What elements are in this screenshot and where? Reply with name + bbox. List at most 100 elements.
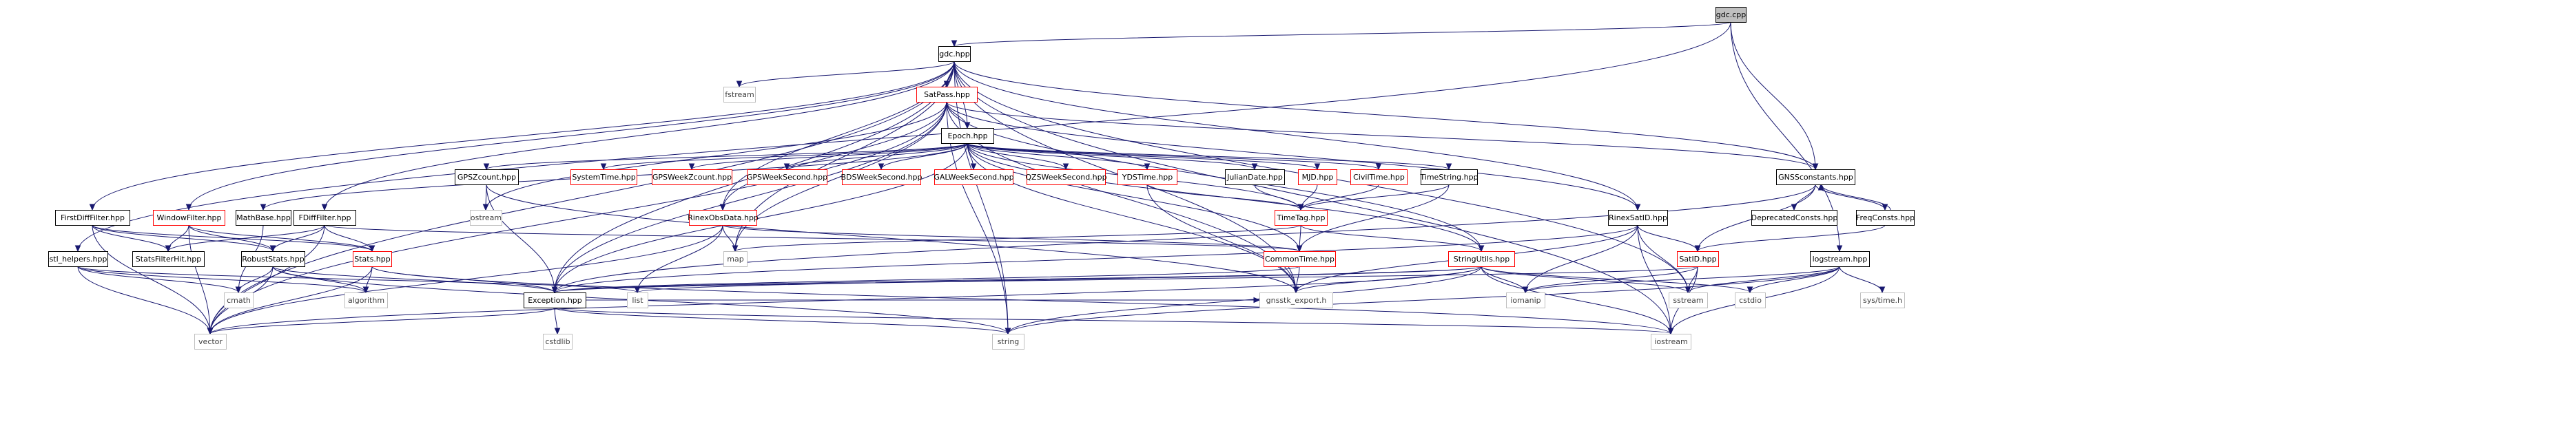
node-GPSWeekSecond[interactable]: GPSWeekSecond.hpp [747,169,827,185]
edge-Epoch-to-Exception [551,142,968,294]
edge-GPSZcount-to-ostream [482,184,489,211]
edge-Epoch-to-GPSWeekZcount [688,142,968,171]
node-StatsFilterHit[interactable]: StatsFilterHit.hpp [132,251,205,267]
node-label: vector [198,337,223,346]
edge-Exception-to-gnsstk_export [586,297,1261,303]
node-RinexObsData[interactable]: RinexObsData.hpp [688,210,759,226]
node-label: sys/time.h [1863,296,1902,305]
node-BDSWeekSecond[interactable]: BDSWeekSecond.hpp [841,169,923,185]
node-box [224,292,254,308]
edge-Exception-to-cstdlib [554,307,561,335]
node-box [344,292,388,308]
node-label: SatPass.hpp [924,90,970,99]
node-Stats[interactable]: Stats.hpp [353,251,392,267]
node-label: gdc.hpp [939,50,969,58]
edge-Epoch-to-QZSWeekSecond [967,142,1069,171]
node-box [1506,292,1545,308]
node-gdc_hpp[interactable]: gdc.hpp [938,46,971,62]
node-SatPass[interactable]: SatPass.hpp [916,87,978,103]
edge-Epoch-to-CivilTime [967,142,1382,171]
node-GNSSconstants[interactable]: GNSSconstants.hpp [1776,169,1855,185]
node-SystemTime[interactable]: SystemTime.hpp [570,169,637,185]
node-RobustStats[interactable]: RobustStats.hpp [241,251,305,267]
node-label: RobustStats.hpp [242,255,304,264]
node-box [723,87,756,103]
node-MJD[interactable]: MJD.hpp [1298,169,1337,185]
node-label: MathBase.hpp [236,213,291,222]
node-gdc_cpp[interactable]: gdc.cpp [1715,7,1746,23]
node-QZSWeekSecond[interactable]: QZSWeekSecond.hpp [1025,169,1107,185]
node-JulianDate[interactable]: JulianDate.hpp [1225,169,1285,185]
node-RinexSatID[interactable]: RinexSatID.hpp [1608,210,1668,226]
node-label: gnsstk_export.h [1266,296,1327,305]
edge-logstream-to-sstream [1684,266,1840,294]
edge-FDiffFilter-to-Stats [324,224,375,253]
edge-FDiffFilter-to-CommonTime [324,224,1303,253]
node-label: QZSWeekSecond.hpp [1025,173,1106,182]
edge-logstream-to-systime [1839,266,1886,294]
node-label: RinexObsData.hpp [688,213,759,222]
edge-gdc_hpp-to-WindowFilter [185,61,955,211]
node-DeprecatedConsts[interactable]: DeprecatedConsts.hpp [1751,210,1838,226]
node-GPSWeekZcount[interactable]: GPSWeekZcount.hpp [652,169,732,185]
node-label: cmath [227,296,251,305]
edge-GNSSconstants-to-DeprecatedConsts [1791,184,1816,211]
node-CivilTime[interactable]: CivilTime.hpp [1350,169,1408,185]
edge-Epoch-to-YDSTime [967,142,1151,171]
node-fstream: fstream [723,87,756,103]
edge-RinexSatID-to-SatID [1637,224,1701,253]
node-label: GPSWeekSecond.hpp [747,173,827,182]
node-logstream[interactable]: logstream.hpp [1810,251,1870,267]
edge-FDiffFilter-to-StatsFilterHit [165,224,325,253]
edge-FirstDiffFilter-to-vector [92,224,214,335]
node-FirstDiffFilter[interactable]: FirstDiffFilter.hpp [55,210,130,226]
edge-Epoch-to-gnsstk_export [967,142,1299,294]
node-TimeTag[interactable]: TimeTag.hpp [1275,210,1328,226]
edge-FirstDiffFilter-to-Stats [92,224,375,253]
node-TimeString[interactable]: TimeString.hpp [1419,169,1478,185]
node-MathBase[interactable]: MathBase.hpp [236,210,291,226]
edge-Epoch-to-SystemTime [600,142,968,171]
node-FreqConsts[interactable]: FreqConsts.hpp [1856,210,1915,226]
node-GALWeekSecond[interactable]: GALWeekSecond.hpp [934,169,1014,185]
node-box [1448,251,1515,267]
node-SatID[interactable]: SatID.hpp [1677,251,1719,267]
node-WindowFilter[interactable]: WindowFilter.hpp [153,210,225,226]
node-label: GALWeekSecond.hpp [934,173,1013,182]
node-box [570,169,637,185]
node-ostream: ostream [470,210,502,226]
node-YDSTime[interactable]: YDSTime.hpp [1117,169,1177,185]
node-box [1275,210,1328,226]
node-box [747,169,827,185]
node-CommonTime[interactable]: CommonTime.hpp [1264,251,1336,267]
node-label: StatsFilterHit.hpp [136,255,201,264]
edge-WindowFilter-to-RobustStats [188,224,276,253]
edge-SatPass-to-GNSSconstants [946,101,1819,171]
node-label: Stats.hpp [354,255,391,264]
node-sstream: sstream [1669,292,1708,308]
node-label: algorithm [348,296,384,305]
edge-SatID-to-Exception [551,266,1698,294]
node-Exception[interactable]: Exception.hpp [524,292,586,308]
edge-logstream-to-iomanip [1522,266,1840,294]
edge-GPSZcount-to-Exception [486,184,558,294]
node-label: MJD.hpp [1302,173,1334,182]
node-label: SystemTime.hpp [572,173,635,182]
node-box [1264,251,1336,267]
node-label: list [632,296,643,305]
node-label: TimeTag.hpp [1277,213,1326,222]
node-label: CivilTime.hpp [1353,173,1405,182]
node-box [293,210,356,226]
edge-FreqConsts-to-GNSSconstants [1817,183,1891,211]
node-GPSZcount[interactable]: GPSZcount.hpp [455,169,519,185]
edge-FDiffFilter-to-RobustStats [269,224,325,253]
node-Epoch[interactable]: Epoch.hpp [941,128,994,144]
node-StringUtils[interactable]: StringUtils.hpp [1448,251,1515,267]
node-box [1225,169,1285,185]
node-box [194,334,227,350]
node-FDiffFilter[interactable]: FDiffFilter.hpp [293,210,356,226]
node-stl_helpers[interactable]: stl_helpers.hpp [48,251,108,267]
node-map: map [723,251,748,267]
node-box [1669,292,1708,308]
